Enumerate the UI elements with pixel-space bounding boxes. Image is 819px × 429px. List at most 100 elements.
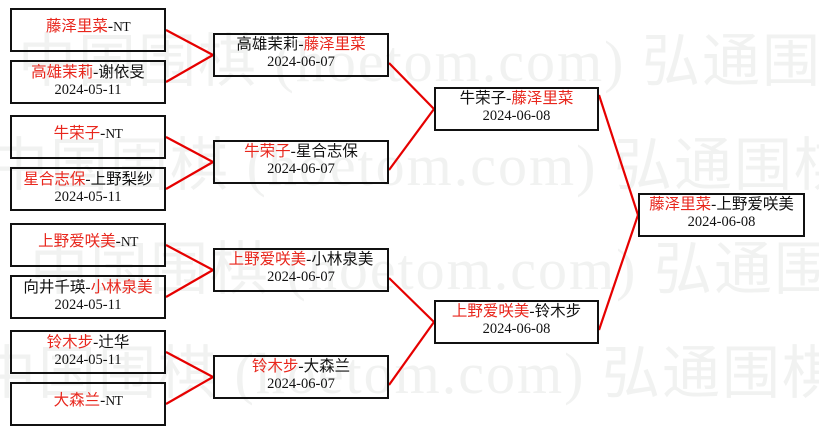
winner-name: 铃木步 <box>251 358 299 375</box>
match-label: 向井千瑛-小林泉美 <box>12 277 164 297</box>
connector-line <box>165 54 214 83</box>
loser-name: 星合志保 <box>295 143 358 160</box>
separator: - <box>115 233 121 250</box>
separator: - <box>100 125 106 142</box>
connector-line <box>165 136 214 163</box>
winner-name: 藤泽里菜 <box>303 36 366 53</box>
winner-name: 上野爱咲美 <box>451 303 530 320</box>
connector-line <box>388 277 435 323</box>
connector-line <box>165 244 214 271</box>
separator: - <box>290 143 296 160</box>
loser-name: 铃木步 <box>534 303 582 320</box>
separator: - <box>107 18 114 35</box>
match-label: 铃木步-辻华 <box>12 332 164 352</box>
connector-line <box>165 351 214 378</box>
match-label: 高雄茉莉-谢依旻 <box>12 62 164 82</box>
match-label: 牛荣子-藤泽里菜 <box>436 89 597 108</box>
match-date: 2024-05-11 <box>54 351 122 368</box>
loser-name: 高雄茉莉 <box>236 36 299 53</box>
separator: - <box>529 303 535 320</box>
winner-name: 小林泉美 <box>90 279 153 296</box>
separator: - <box>506 90 512 107</box>
separator: - <box>298 358 304 375</box>
separator: - <box>306 251 312 268</box>
match-date: 2024-06-07 <box>267 375 335 392</box>
winner-name: 大森兰 <box>53 392 101 409</box>
match-label: 牛荣子-NT <box>12 117 164 143</box>
match-label: 上野爱咲美-铃木步 <box>436 302 597 321</box>
winner-name: 藤泽里菜 <box>649 196 712 213</box>
match-date: 2024-05-11 <box>54 188 122 205</box>
winner-name: 上野爱咲美 <box>38 233 116 250</box>
match-date: 2024-06-07 <box>267 53 335 70</box>
separator: - <box>298 36 304 53</box>
loser-name: NT <box>120 234 139 249</box>
match-label: 星合志保-上野梨纱 <box>12 169 164 189</box>
match-label: 铃木步-大森兰 <box>215 357 387 376</box>
bracket-node-r1m2[interactable]: 高雄茉莉-谢依旻 2024-05-11 <box>10 60 166 104</box>
connector-line <box>388 62 435 110</box>
separator: - <box>711 196 717 213</box>
loser-name: 牛荣子 <box>459 90 507 107</box>
loser-name: NT <box>105 393 123 408</box>
bracket-node-r1m6[interactable]: 向井千瑛-小林泉美 2024-05-11 <box>10 275 166 319</box>
match-date: 2024-06-07 <box>267 268 335 285</box>
match-date: 2024-05-11 <box>54 296 122 313</box>
bracket-node-r3m2[interactable]: 上野爱咲美-铃木步 2024-06-08 <box>434 300 599 344</box>
loser-name: NT <box>113 19 131 34</box>
bracket-node-r2m3[interactable]: 上野爱咲美-小林泉美 2024-06-07 <box>213 248 389 292</box>
winner-name: 牛荣子 <box>244 143 291 160</box>
match-label: 高雄茉莉-藤泽里菜 <box>215 35 387 54</box>
bracket-node-r2m2[interactable]: 牛荣子-星合志保 2024-06-07 <box>213 140 389 184</box>
bracket-node-r1m5[interactable]: 上野爱咲美-NT <box>10 223 166 267</box>
separator: - <box>85 279 91 296</box>
match-label: 藤泽里菜-上野爱咲美 <box>640 195 803 214</box>
separator: - <box>100 392 106 409</box>
winner-name: 藤泽里菜 <box>45 18 108 35</box>
loser-name: NT <box>105 126 123 141</box>
connector-line <box>597 214 640 331</box>
match-date: 2024-06-07 <box>267 160 335 177</box>
winner-name: 藤泽里菜 <box>511 90 574 107</box>
winner-name: 铃木步 <box>46 334 94 351</box>
bracket-node-r1m4[interactable]: 星合志保-上野梨纱 2024-05-11 <box>10 167 166 211</box>
loser-name: 上野爱咲美 <box>716 196 794 213</box>
match-label: 牛荣子-星合志保 <box>215 142 387 161</box>
connector-line <box>165 161 214 190</box>
bracket-node-r1m3[interactable]: 牛荣子-NT <box>10 115 166 159</box>
bracket-node-r1m1[interactable]: 藤泽里菜-NT <box>10 8 166 52</box>
match-label: 上野爱咲美-小林泉美 <box>215 250 387 269</box>
match-date: 2024-06-08 <box>687 213 756 230</box>
loser-name: 小林泉美 <box>311 251 374 268</box>
match-date: 2024-06-08 <box>482 320 551 337</box>
connector-line <box>597 94 640 216</box>
match-label: 大森兰-NT <box>12 384 164 410</box>
loser-name: 大森兰 <box>303 358 351 375</box>
match-label: 藤泽里菜-NT <box>12 10 164 36</box>
loser-name: 上野梨纱 <box>90 171 153 188</box>
match-date: 2024-06-08 <box>482 107 551 124</box>
connector-line <box>165 29 214 56</box>
winner-name: 上野爱咲美 <box>228 251 307 268</box>
connector-line <box>388 321 435 386</box>
bracket-node-r3m1[interactable]: 牛荣子-藤泽里菜 2024-06-08 <box>434 87 599 131</box>
loser-name: 向井千瑛 <box>23 279 86 296</box>
bracket-node-r1m8[interactable]: 大森兰-NT <box>10 382 166 426</box>
connector-line <box>165 269 214 298</box>
connector-line <box>388 108 435 171</box>
bracket-node-final[interactable]: 藤泽里菜-上野爱咲美 2024-06-08 <box>638 193 805 237</box>
bracket-node-r2m1[interactable]: 高雄茉莉-藤泽里菜 2024-06-07 <box>213 33 389 77</box>
match-date: 2024-05-11 <box>54 81 122 98</box>
winner-name: 高雄茉莉 <box>31 64 94 81</box>
separator: - <box>85 171 91 188</box>
connector-line <box>165 376 214 405</box>
winner-name: 牛荣子 <box>53 125 101 142</box>
bracket-node-r1m7[interactable]: 铃木步-辻华 2024-05-11 <box>10 330 166 374</box>
separator: - <box>93 334 99 351</box>
match-label: 上野爱咲美-NT <box>12 225 164 251</box>
winner-name: 星合志保 <box>23 171 86 188</box>
bracket-node-r2m4[interactable]: 铃木步-大森兰 2024-06-07 <box>213 355 389 399</box>
separator: - <box>93 64 99 81</box>
